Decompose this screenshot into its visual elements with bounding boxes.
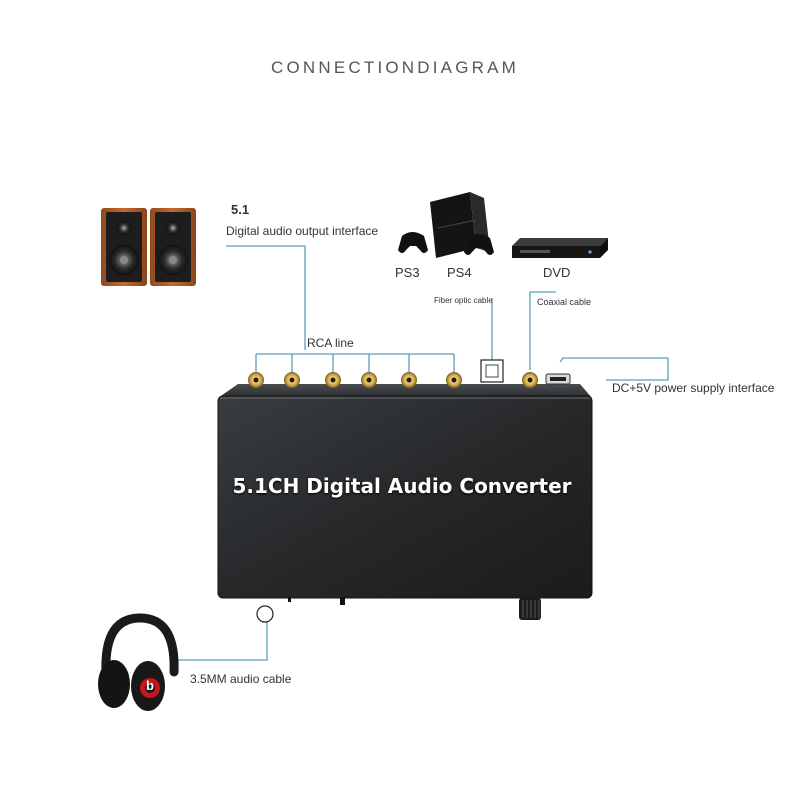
rca-line-label: RCA line [307,336,354,350]
headphones-icon [98,613,179,711]
front-indicator [288,597,291,602]
volume-knob [519,598,541,620]
audio-cable-label: 3.5MM audio cable [190,672,292,686]
rca-jack-6 [446,372,462,388]
rca-jack-4 [361,372,377,388]
rca-jacks [248,372,462,388]
converter-device [217,384,593,599]
game-console-icon [398,192,494,258]
fiber-optic-label: Fiber optic cable [434,296,493,305]
ps3-label: PS3 [395,265,420,280]
output-interface-line [226,245,306,350]
dvd-player-icon [512,238,608,258]
rca-jack-5 [401,372,417,388]
power-interface-label: DC+5V power supply interface [612,381,775,395]
front-switch [340,597,345,605]
speaker-icon [101,208,196,286]
rca-jack-1 [248,372,264,388]
device-name: 5.1CH Digital Audio Converter [232,474,572,498]
speaker-left [101,208,147,286]
optical-port [480,359,504,383]
output-interface-label: Digital audio output interface [226,224,379,238]
ps4-label: PS4 [447,265,472,280]
coaxial-line [529,291,556,318]
headphone-jack [256,605,274,623]
rca-jack-3 [325,372,341,388]
coaxial-label: Coaxial cable [537,297,592,307]
output-number-label: 5.1 [231,202,250,217]
audio-cable-line [176,621,268,661]
rca-jack-2 [284,372,300,388]
power-line [559,357,669,381]
power-port [545,373,571,385]
diagram-title: CONNECTIONDIAGRAM [270,58,520,77]
dvd-label: DVD [543,265,571,280]
coaxial-port [522,372,538,388]
speaker-right [150,208,196,286]
headphone-brand-logo: b [146,678,154,693]
